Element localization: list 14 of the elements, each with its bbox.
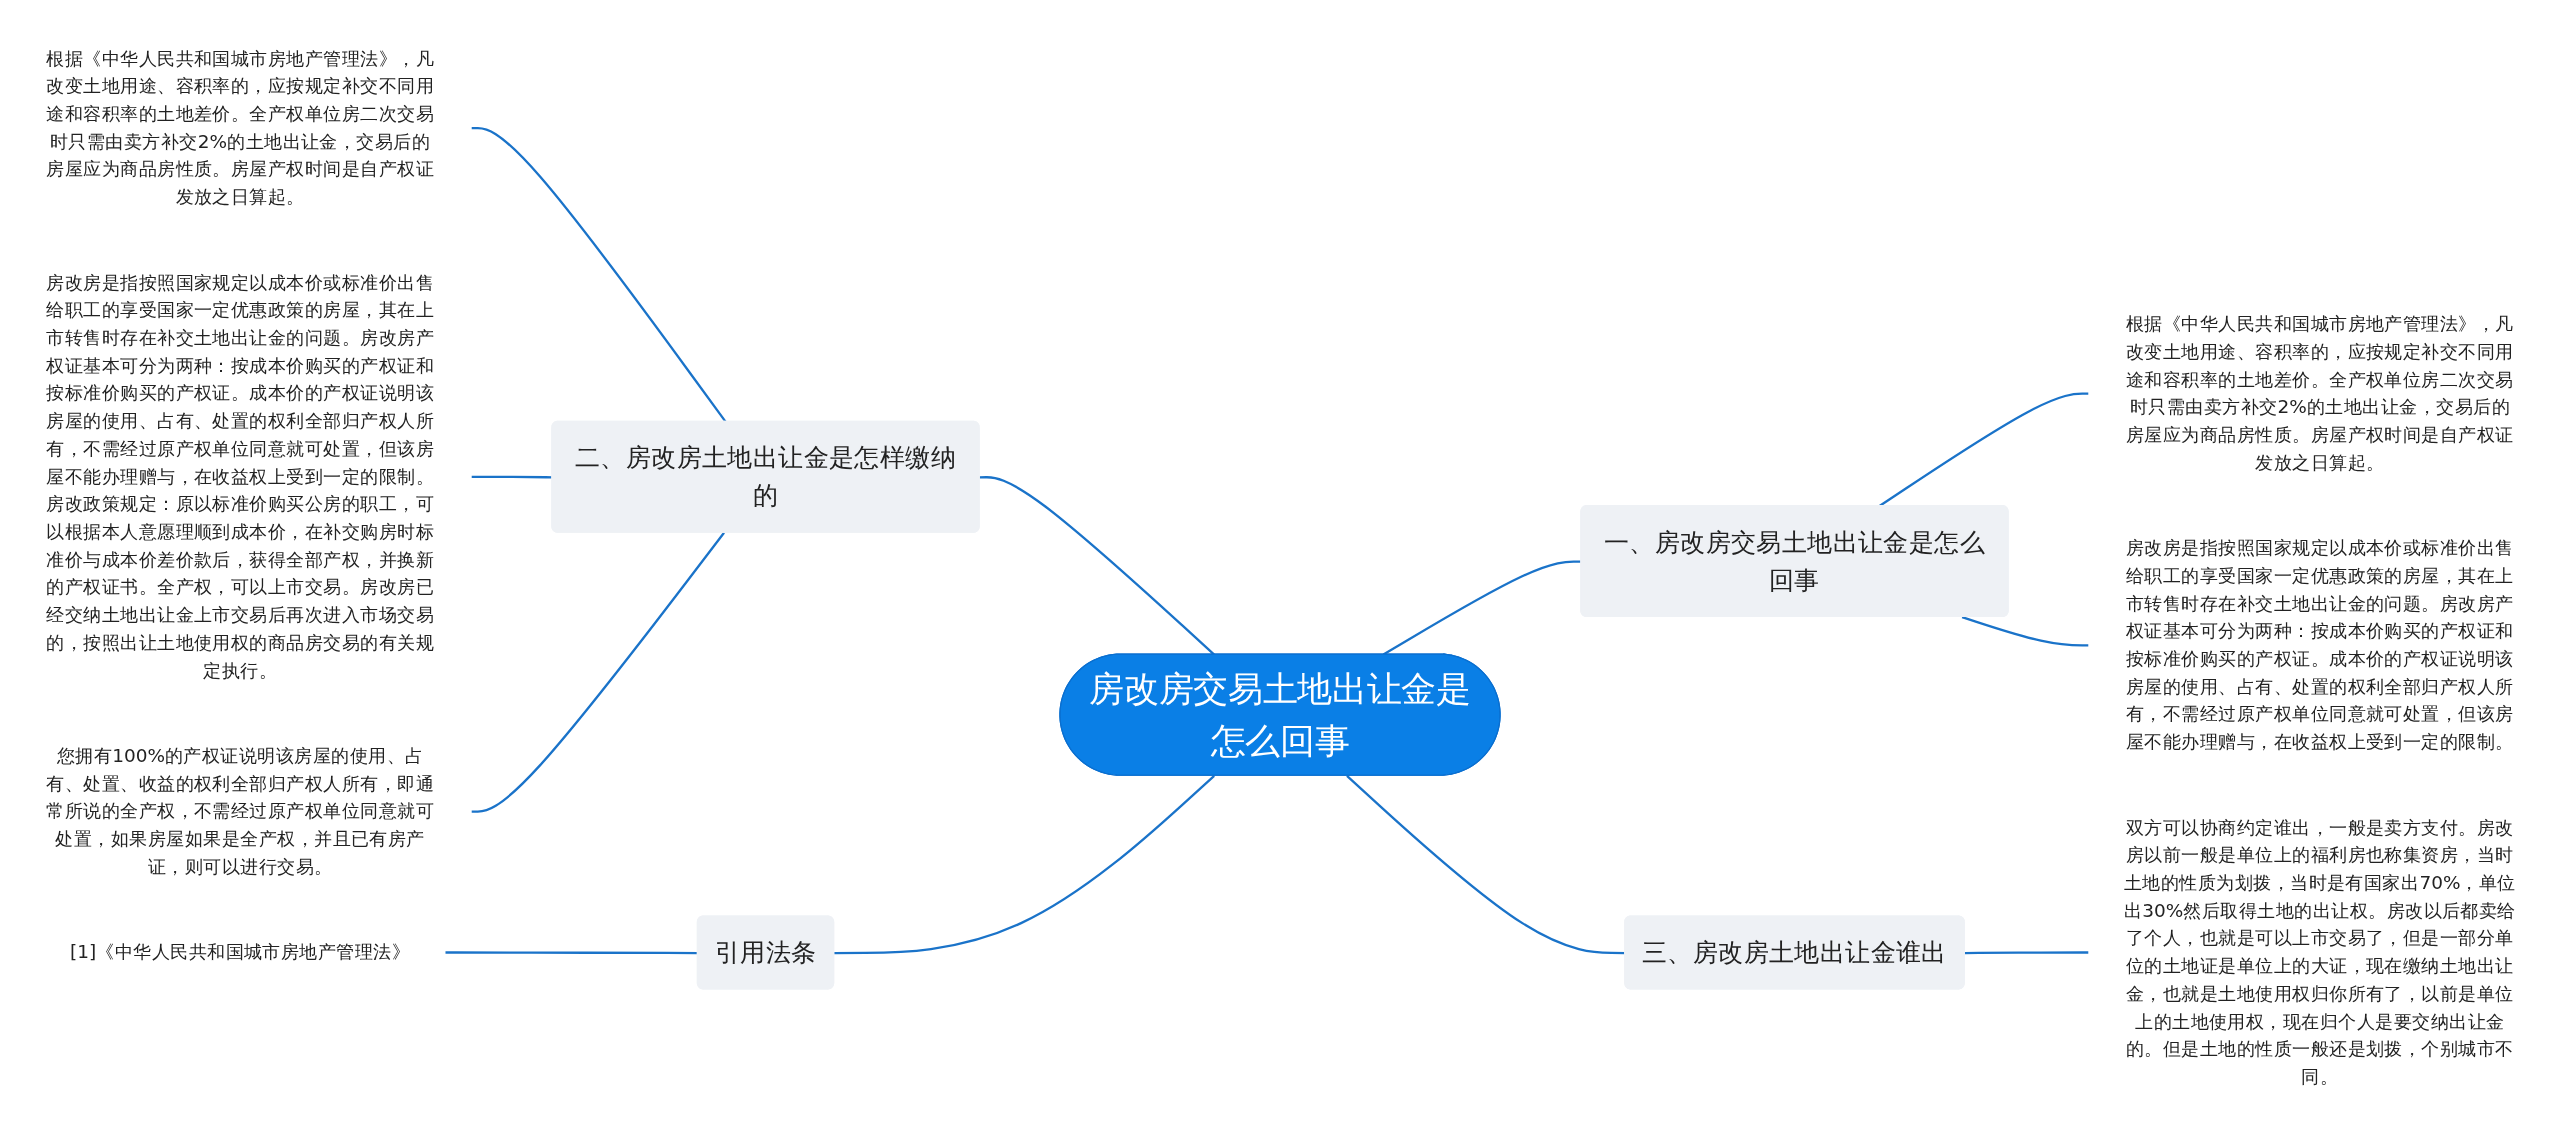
- connector: [471, 532, 725, 813]
- node-text: 房改房是指按照国家规定以成本价或标准价出售给职工的享受国家一定优惠政策的房屋，其在上市转售时存在补交土地出让金的问题。房改房产权证基本可分为两种：按成本价购买的产权证和按标准价购买的产权证。成本价的产权证说明该房屋的使用、占有、处置的权利全部归产权人所有，不需经过原产权单位同意就可处置，但该房屋不能办理赠与，在收益权上受到一定的限制。房改政策规定：原以标准价购买公房的职工，可以根据本人意愿理顺到成本价，在补交购房时标准价与成本价差价款后，获得全部产权，并换新的产权证书。全产权，可以上市交易。房改房已经交纳土地出让金上市交易后再次进入市场交易的，按照出让土地使用权的商品房交易的有关规定执行。: [46, 271, 435, 682]
- node-text: 根据《中华人民共和国城市房地产管理法》，凡改变土地用途、容积率的，应按规定补交不同用途和容积率的土地差价。全产权单位房二次交易时只需由卖方补交2%的土地出让金，交易后的房屋应为商品房性质。房屋产权时间是自产权证发放之日算起。: [2125, 312, 2514, 474]
- connector: [444, 951, 698, 955]
- connector: [1961, 615, 2089, 647]
- connector: [471, 126, 727, 423]
- node-text: 双方可以协商约定谁出，一般是卖方支付。房改房以前一般是单位上的福利房也称集资房，当时土地的性质为划拨，当时是有国家出70%，单位出30%然后取得土地的出让权。房改以后都卖给了个人，也就是可以上市交易了，但是一部分单位的土地证是单位上的大证，现在缴纳土地出让金，也就是土地使用权归你所有了，以前是单位上的土地使用权，现在归个人是要交纳出让金的。但是土地的性质一般还是划拨，个别城市不同。: [2123, 816, 2516, 1088]
- node-text: 根据《中华人民共和国城市房地产管理法》，凡改变土地用途、容积率的，应按规定补交不同用途和容积率的土地差价。全产权单位房二次交易时只需由卖方补交2%的土地出让金，交易后的房屋应为商品房性质。房屋产权时间是自产权证发放之日算起。: [46, 47, 435, 208]
- node-text: [1]《中华人民共和国城市房地产管理法》: [70, 940, 411, 963]
- node-text: 房改房是指按照国家规定以成本价或标准价出售给职工的享受国家一定优惠政策的房屋，其在上市转售时存在补交土地出让金的问题。房改房产权证基本可分为两种：按成本价购买的产权证和按标准价购买的产权证。成本价的产权证说明该房屋的使用、占有、处置的权利全部归产权人所有，不需经过原产权单位同意就可处置，但该房屋不能办理赠与，在收益权上受到一定的限制。: [2125, 536, 2514, 753]
- connector: [834, 774, 1215, 955]
- connector: [979, 476, 1215, 656]
- connector: [1964, 951, 2089, 955]
- node-text: 您拥有100%的产权证说明该房屋的使用、占有、处置、收益的权利全部归产权人所有，即通常所说的全产权，不需经过原产权单位同意就可处置，如果房屋如果是全产权，并且已有房产证，则可以进行交易。: [46, 744, 435, 878]
